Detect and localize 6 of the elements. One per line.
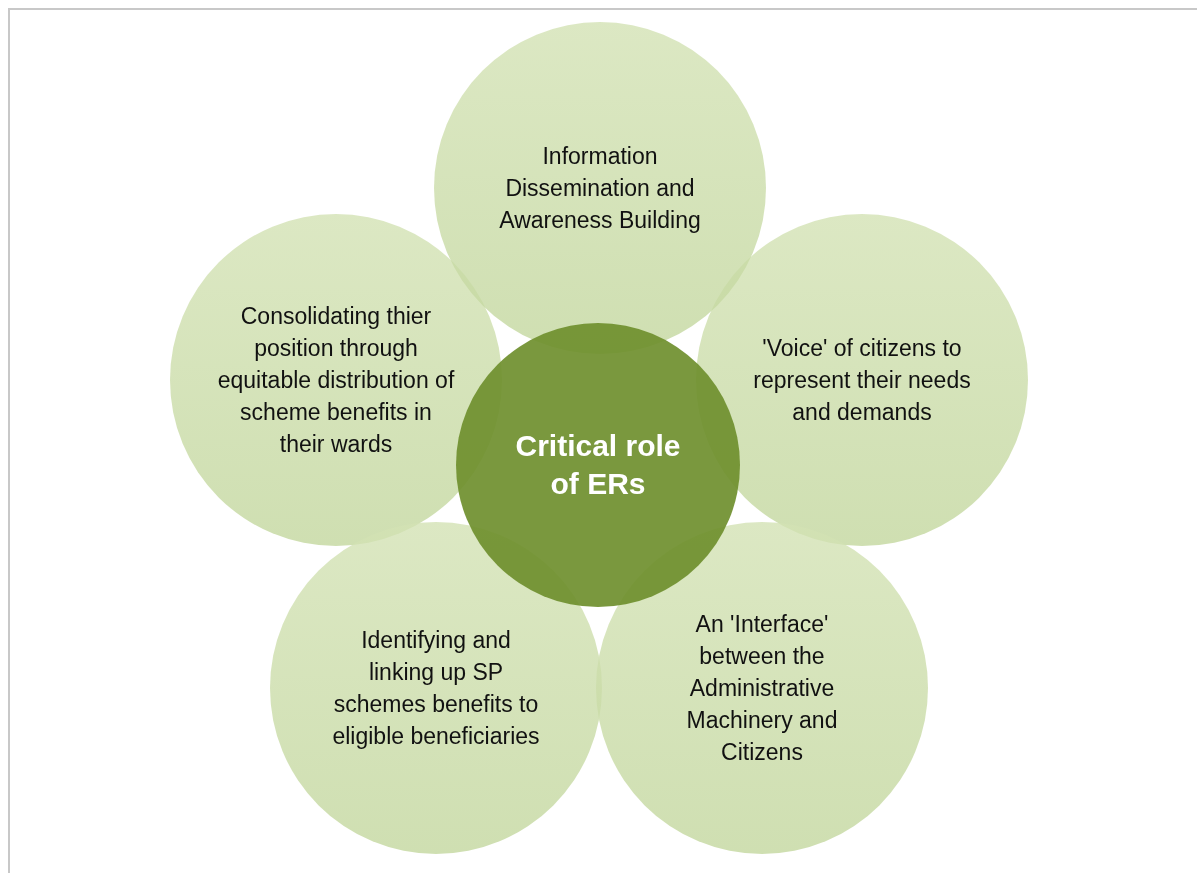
circle-text: Information Dissemination and Awareness Building (498, 142, 702, 235)
circle-text: Consolidating thier position through equitable distribution of scheme benefits in their wards (216, 302, 456, 459)
circle-text: Identifying and linking up SP schemes benefits to eligible beneficiaries (331, 626, 541, 751)
circle-text: 'Voice' of citizens to represent their needs and demands (752, 334, 972, 427)
circle-text: An 'Interface' between the Administrative Machinery and Citizens (685, 610, 839, 767)
center-title: Critical role of ERs (514, 428, 682, 502)
